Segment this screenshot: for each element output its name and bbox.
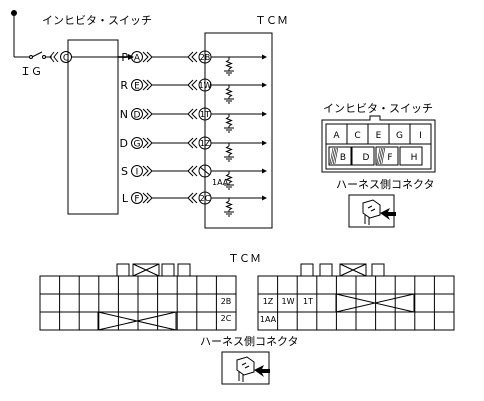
switch-connector-pin bbox=[328, 146, 352, 166]
switch-pin-circle bbox=[131, 165, 143, 177]
ground-icon bbox=[224, 211, 234, 217]
ground-icon bbox=[224, 70, 234, 76]
tcm-pin-label: 2B bbox=[200, 53, 211, 62]
ig-pin-label: C bbox=[63, 54, 69, 64]
tcm-body bbox=[204, 32, 273, 229]
switch-connector-pin bbox=[375, 146, 399, 166]
switch-connector-pin-label: D bbox=[363, 153, 370, 163]
tcm-connector-pin-label: 1T bbox=[303, 297, 313, 306]
range-label: S bbox=[121, 165, 128, 178]
switch-pin-circle bbox=[131, 137, 143, 149]
switch-pin-circle bbox=[131, 79, 143, 91]
resistor-icon bbox=[225, 116, 233, 127]
ground-icon bbox=[224, 98, 234, 104]
switch-pin-label: F bbox=[134, 195, 139, 205]
switch-pin-label: G bbox=[134, 140, 141, 150]
switch-connector: A C E G I B D F H bbox=[321, 115, 436, 173]
tcm-pin-label: 1T bbox=[200, 110, 210, 119]
switch-connector-pin-label: C bbox=[354, 131, 360, 141]
switch-connector-pin-label: H bbox=[411, 153, 418, 163]
ground-icon bbox=[224, 127, 234, 133]
switch-connector-pin-label: A bbox=[333, 131, 340, 141]
power-source-dot bbox=[11, 10, 17, 16]
switch-connector-pin-label: I bbox=[419, 131, 422, 141]
ig-connector: C bbox=[49, 51, 72, 64]
tcm-connector-pin-label: 2C bbox=[221, 314, 232, 323]
range-label: N bbox=[120, 108, 128, 121]
switch-pin-circle bbox=[131, 192, 143, 204]
switch-connector-pin-label: F bbox=[387, 153, 392, 163]
switch-pin-label: A bbox=[134, 54, 141, 64]
tcm-connector-pin-label: 1AA bbox=[260, 315, 277, 324]
tcm-pin-label: 2C bbox=[200, 194, 211, 203]
switch-harness-label: ハーネス側コネクタ bbox=[336, 178, 435, 191]
tcm-connector-pin-label: 1W bbox=[282, 297, 295, 306]
switch-connector-pin bbox=[399, 146, 423, 166]
switch-harness-icon bbox=[348, 194, 396, 228]
tcm-pin-label: 1AA bbox=[212, 178, 229, 187]
range-label: R bbox=[120, 79, 128, 92]
tcm-connector-left: 2B 2C bbox=[39, 263, 237, 331]
tcm-connector-pin-label: 2B bbox=[221, 297, 232, 306]
ground-icon bbox=[224, 156, 234, 162]
ig-source: ＩＧ bbox=[11, 10, 52, 78]
switch-connector-pin bbox=[351, 146, 375, 166]
switch-pin-label: I bbox=[136, 168, 139, 178]
tcm-harness-icon bbox=[221, 351, 270, 385]
tcm-connector-pin-label: 1Z bbox=[263, 297, 274, 306]
inhibitor-switch-body bbox=[67, 39, 119, 215]
switch-pin-label: D bbox=[134, 111, 141, 121]
switch-connector-pin-label: E bbox=[376, 131, 382, 141]
switch-connector-pin bbox=[409, 123, 432, 145]
tcm-connector-right: 1Z 1W 1T 1AA bbox=[257, 263, 455, 331]
resistor-icon bbox=[225, 200, 233, 211]
switch-pin-label: E bbox=[134, 82, 140, 92]
range-label: D bbox=[120, 137, 128, 150]
tcm-pin-label: 1Z bbox=[200, 139, 211, 148]
switch-connector-pin-label: G bbox=[396, 131, 403, 141]
ground-icon bbox=[224, 184, 234, 190]
resistor-icon bbox=[225, 59, 233, 70]
switch-connector-pin-label: B bbox=[340, 153, 346, 163]
tcm-harness-label: ハーネス側コネクタ bbox=[200, 335, 299, 348]
resistor-icon bbox=[225, 87, 233, 98]
range-label: L bbox=[122, 192, 129, 205]
inhibitor-switch-title: インヒビタ・スイッチ bbox=[42, 14, 152, 27]
tcm-pin-label: 1W bbox=[199, 81, 212, 90]
switch-connector-title: インヒビタ・スイッチ bbox=[323, 102, 433, 115]
switch-pin-circle bbox=[131, 51, 143, 63]
range-label: P bbox=[121, 51, 128, 64]
resistor-icon bbox=[225, 173, 233, 184]
ig-label: ＩＧ bbox=[20, 65, 42, 78]
tcm-connector-title: ＴＣＭ bbox=[228, 252, 261, 265]
switch-pin-circle bbox=[131, 108, 143, 120]
resistor-icon bbox=[225, 145, 233, 156]
tcm-title: ＴＣＭ bbox=[255, 14, 288, 27]
ig-switch-contact bbox=[31, 51, 43, 58]
